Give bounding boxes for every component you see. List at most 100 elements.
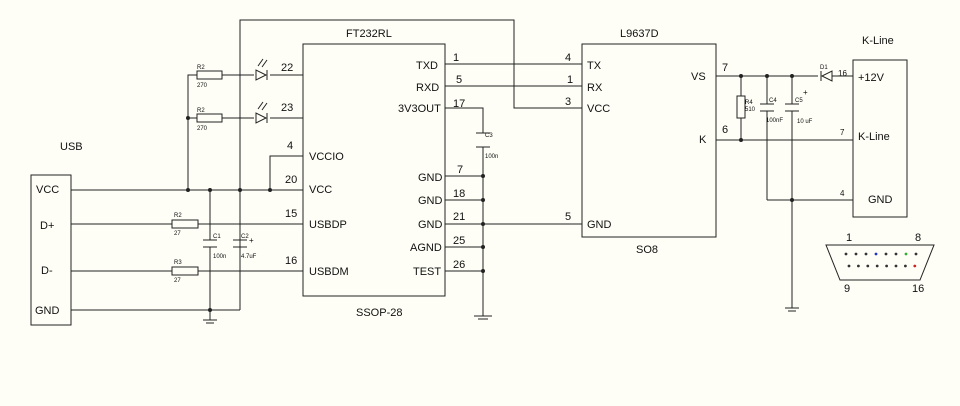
obd-pin-1 xyxy=(844,252,848,256)
kline-title: K-Line xyxy=(862,35,894,47)
ft-pin-5-sig: RXD xyxy=(416,82,439,94)
obd-pin-2 xyxy=(854,252,858,256)
ft-pin-7-sig: GND xyxy=(418,172,443,184)
obd-pin-3 xyxy=(864,252,868,256)
c3-val: 100n xyxy=(485,154,498,160)
obd-pin-9 xyxy=(847,264,851,268)
ft-pin-20-num: 20 xyxy=(285,174,297,186)
l9-pin-5-sig: GND xyxy=(587,219,612,231)
obd-pin-16 xyxy=(913,264,917,268)
l9-pin-7-num: 7 xyxy=(722,62,728,74)
wire-vcc-bus xyxy=(239,19,582,310)
ft-pin-25-num: 25 xyxy=(453,235,465,247)
usb-pin-dplus: D+ xyxy=(40,220,54,232)
ft-pin-21-sig: GND xyxy=(418,219,443,231)
c1-ref: C1 xyxy=(213,234,221,240)
c2-val: 4.7uF xyxy=(241,254,257,260)
r2a-ref: R2 xyxy=(197,65,205,71)
l9-pin-4-num: 4 xyxy=(565,52,571,64)
ft-pin-16-sig: USBDM xyxy=(309,266,349,278)
obd-pin-7 xyxy=(904,252,908,256)
l9637d-name: L9637D xyxy=(620,28,659,40)
c1-val: 100n xyxy=(213,254,226,260)
resistor-r4 xyxy=(736,95,746,119)
l9-pin-4-sig: TX xyxy=(587,60,602,72)
r2b-val: 270 xyxy=(197,126,208,132)
c2-plus: + xyxy=(249,236,254,245)
led-2 xyxy=(255,101,268,124)
l9-pin-7-sig: VS xyxy=(691,71,706,83)
obd-num-16: 16 xyxy=(912,283,924,295)
c5-plus: + xyxy=(803,88,808,97)
ft-pin-22-num: 22 xyxy=(281,62,293,74)
obd-num-1: 1 xyxy=(846,232,852,244)
obd-pin-8 xyxy=(914,252,918,256)
c5-ref: C5 xyxy=(795,98,803,104)
usb-pin-dminus: D- xyxy=(41,265,53,277)
resistor-r3-dminus xyxy=(171,266,199,276)
ft-pin-1-sig: TXD xyxy=(416,60,438,72)
obd-pin-6 xyxy=(894,252,898,256)
l9-pin-1-num: 1 xyxy=(567,74,573,86)
r4-ref: R4 xyxy=(745,100,753,106)
l9-pin-6-num: 6 xyxy=(722,124,728,136)
diode-d1 xyxy=(820,70,833,82)
c4-ref: C4 xyxy=(769,98,777,104)
d1-ref: D1 xyxy=(820,65,828,71)
capacitor-c2 xyxy=(233,239,247,248)
obd-pin-11 xyxy=(866,264,870,268)
usb-connector xyxy=(30,174,72,326)
ft-pin-20-sig: VCC xyxy=(309,184,332,196)
resistor-r2-led1 xyxy=(196,70,223,80)
capacitor-c4 xyxy=(760,103,774,112)
ft232rl-package: SSOP-28 xyxy=(356,307,402,319)
r3-ref: R3 xyxy=(174,260,182,266)
c5-val: 10 uF xyxy=(797,119,813,125)
obd-pin-5 xyxy=(884,252,888,256)
obd-num-8: 8 xyxy=(915,232,921,244)
ft-pin-1-num: 1 xyxy=(453,52,459,64)
ft-pin-21-num: 21 xyxy=(453,211,465,223)
obd-pins-bottom xyxy=(847,264,917,268)
obd-pin-15 xyxy=(904,264,907,268)
ft-pin-25-sig: AGND xyxy=(410,242,442,254)
ft-pin-16-num: 16 xyxy=(285,255,297,267)
kline-connector xyxy=(852,59,908,218)
kline-num-16: 16 xyxy=(838,69,847,78)
l9-pin-3-num: 3 xyxy=(565,96,571,108)
c3-ref: C3 xyxy=(485,133,493,139)
ft-pin-4-sig: VCCIO xyxy=(309,151,344,163)
obd-pin-14 xyxy=(894,264,898,268)
obd-pin-10 xyxy=(857,264,860,268)
kline-num-4: 4 xyxy=(840,189,845,198)
kline-pin-12v: +12V xyxy=(858,72,885,84)
r3-val: 27 xyxy=(174,278,181,284)
ft-pin-26-num: 26 xyxy=(453,259,465,271)
c4-val: 100nF xyxy=(766,118,783,124)
obd-pins-top xyxy=(844,252,918,256)
r2a-val: 270 xyxy=(197,83,208,89)
capacitor-c1 xyxy=(203,239,217,248)
kline-pin-kline: K-Line xyxy=(858,131,890,143)
r2c-val: 27 xyxy=(174,231,181,237)
usb-pin-gnd: GND xyxy=(35,305,60,317)
r2c-ref: R2 xyxy=(174,213,182,219)
resistor-r2-led2 xyxy=(196,113,223,123)
ft-pin-7-num: 7 xyxy=(457,164,463,176)
resistor-r2-dplus xyxy=(171,219,199,229)
obd-connector-icon xyxy=(825,244,935,281)
ft-pin-15-num: 15 xyxy=(285,208,297,220)
led-1 xyxy=(255,58,268,81)
usb-pin-vcc: VCC xyxy=(36,184,59,196)
obd-num-9: 9 xyxy=(844,283,850,295)
usb-title: USB xyxy=(60,141,83,153)
ft-pin-18-sig: GND xyxy=(418,195,443,207)
wire-3v3out xyxy=(445,107,484,133)
ft-pin-15-sig: USBDP xyxy=(309,219,347,231)
l9637d-package: SO8 xyxy=(636,244,658,256)
l9-pin-5-num: 5 xyxy=(565,211,571,223)
ft232rl-body xyxy=(302,43,446,297)
ft-pin-26-sig: TEST xyxy=(413,266,441,278)
c2-ref: C2 xyxy=(241,234,249,240)
